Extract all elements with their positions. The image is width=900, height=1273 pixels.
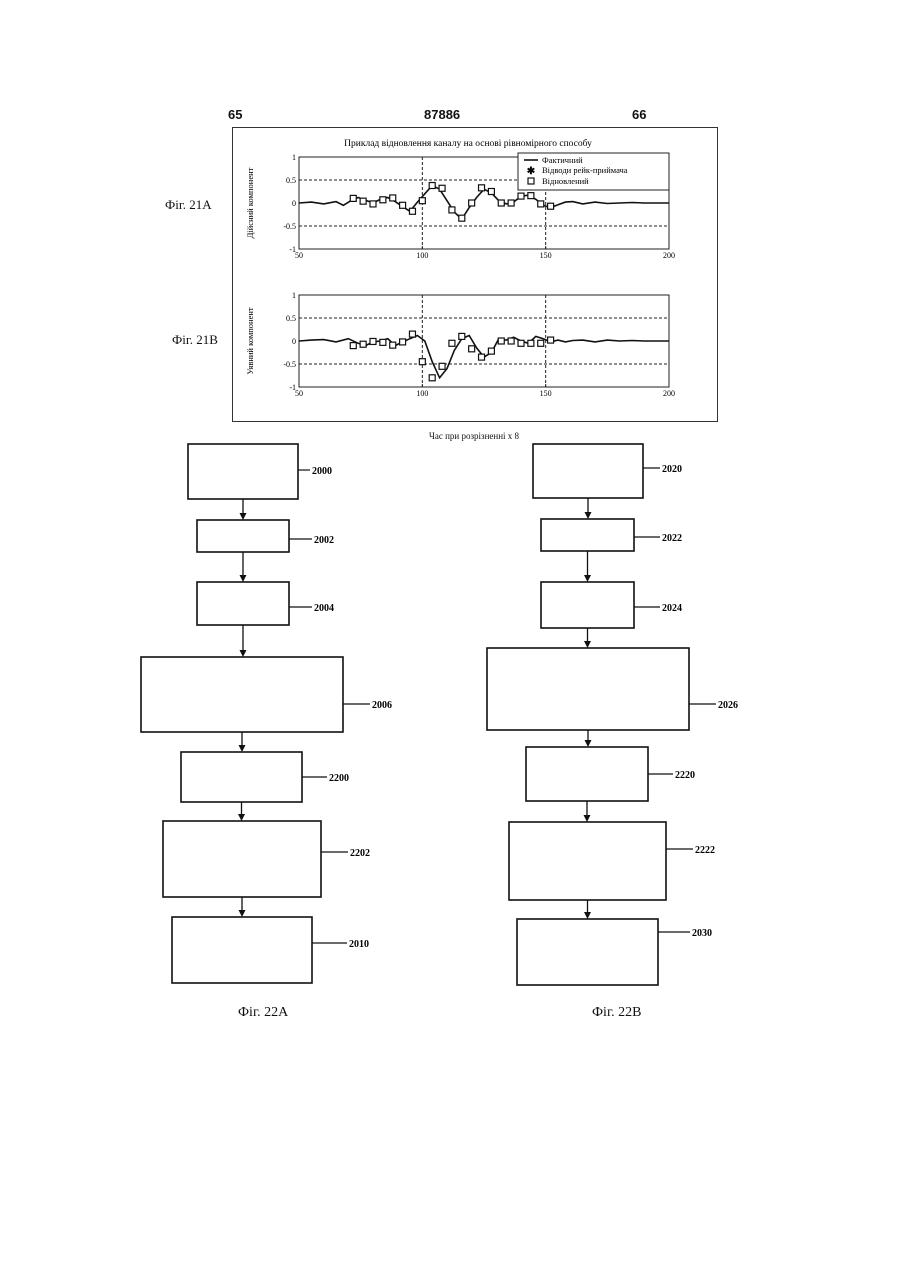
fig22b-arrow-head bbox=[585, 740, 592, 747]
fig22a-ref-number: 2200 bbox=[329, 773, 349, 784]
fig-22a-label: Фіг. 22А bbox=[238, 1005, 288, 1021]
fig22b-block bbox=[487, 648, 689, 730]
fig22b-ref-number: 2222 bbox=[695, 845, 715, 856]
fig22b-ref-number: 2220 bbox=[675, 770, 695, 781]
fig-22b-label: Фіг. 22В bbox=[592, 1005, 641, 1021]
fig22b-block bbox=[517, 919, 658, 985]
fig22a-block bbox=[181, 752, 302, 802]
fig22a-block bbox=[141, 657, 343, 732]
fig22a-ref-number: 2006 bbox=[372, 700, 392, 711]
fig22a-block bbox=[197, 582, 289, 625]
fig22b-ref-number: 2026 bbox=[718, 700, 738, 711]
fig22b-ref-number: 2022 bbox=[662, 533, 682, 544]
fig22a-ref-number: 2002 bbox=[314, 535, 334, 546]
fig22b-block bbox=[533, 444, 643, 498]
fig22b-ref-number: 2020 bbox=[662, 464, 682, 475]
fig22b-block bbox=[509, 822, 666, 900]
fig22a-ref-number: 2000 bbox=[312, 466, 332, 477]
fig22a-arrow-head bbox=[240, 513, 247, 520]
fig22a-arrow-head bbox=[240, 650, 247, 657]
fig22b-block bbox=[526, 747, 648, 801]
fig22b-block bbox=[541, 582, 634, 628]
fig22b-arrow-head bbox=[584, 575, 591, 582]
fig22b-arrow-head bbox=[585, 512, 592, 519]
fig22b-arrow-head bbox=[584, 641, 591, 648]
fig22b-arrow-head bbox=[584, 912, 591, 919]
fig22a-ref-number: 2202 bbox=[350, 848, 370, 859]
fig22a-block bbox=[172, 917, 312, 983]
fig22a-ref-number: 2010 bbox=[349, 939, 369, 950]
fig22a-arrow-head bbox=[240, 575, 247, 582]
fig22a-block bbox=[163, 821, 321, 897]
fig22a-block bbox=[197, 520, 289, 552]
fig22b-ref-number: 2030 bbox=[692, 928, 712, 939]
fig22a-block bbox=[188, 444, 298, 499]
fig22a-arrow-head bbox=[238, 814, 245, 821]
fig22b-arrow-head bbox=[584, 815, 591, 822]
fig22b-ref-number: 2024 bbox=[662, 603, 682, 614]
fig22b-block bbox=[541, 519, 634, 551]
fig22a-arrow-head bbox=[239, 745, 246, 752]
fig22a-arrow-head bbox=[239, 910, 246, 917]
fig22a-ref-number: 2004 bbox=[314, 603, 334, 614]
